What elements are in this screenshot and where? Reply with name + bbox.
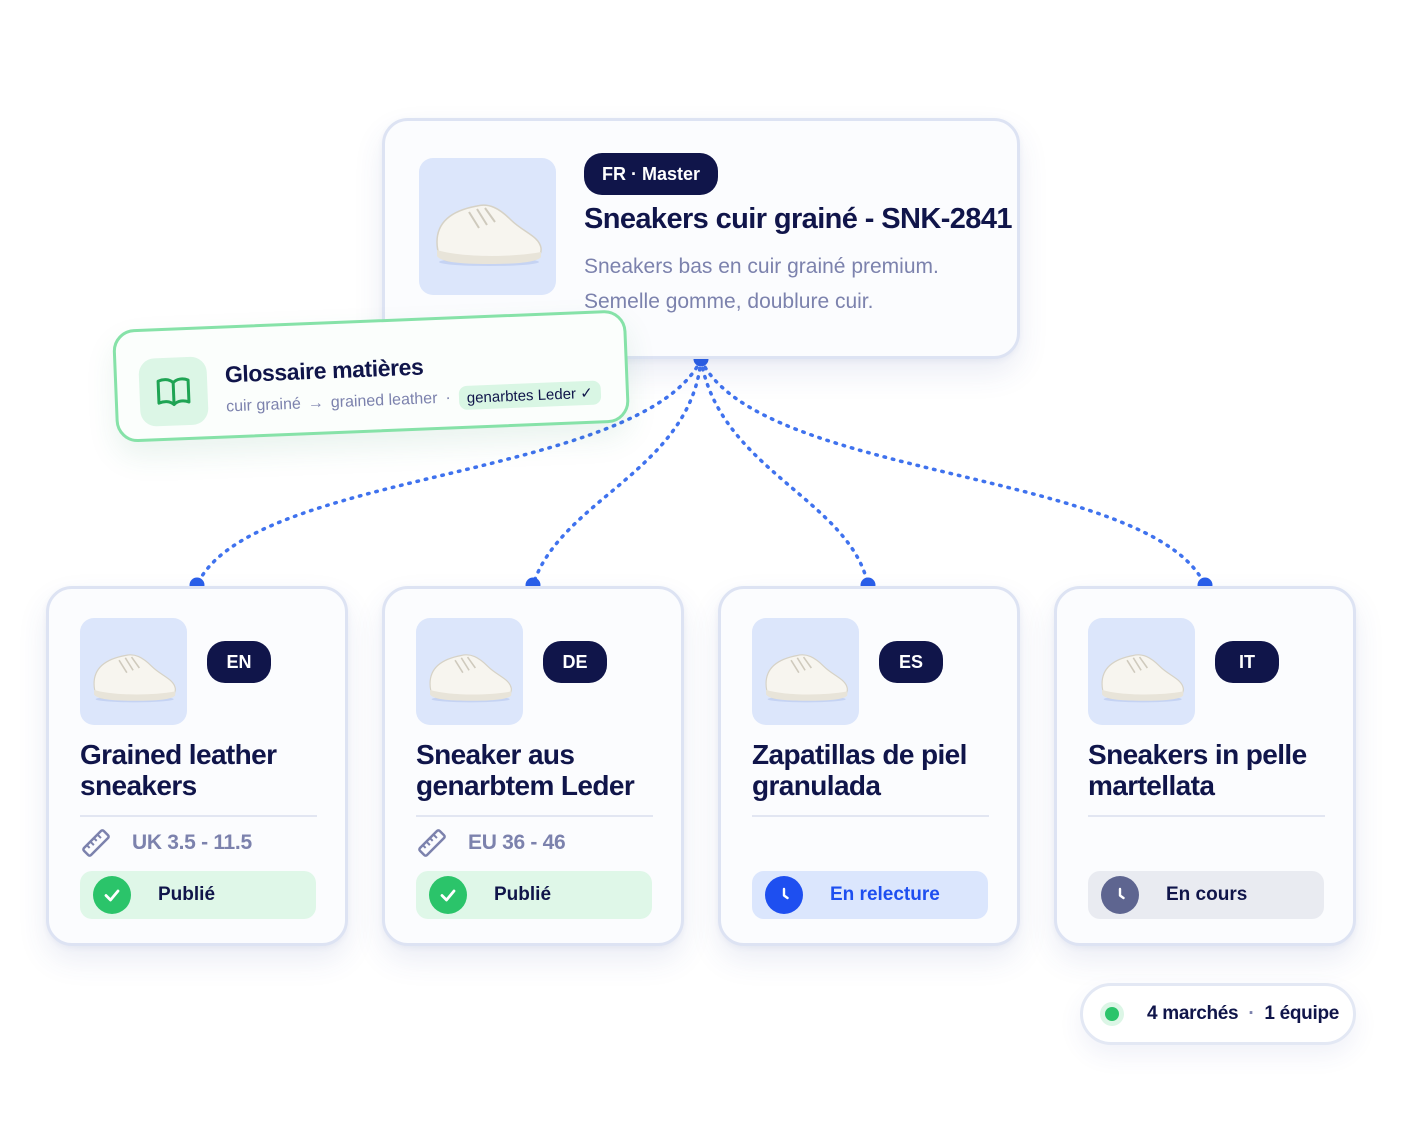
glossary-target-term: grained leather [330, 390, 438, 412]
sneaker-icon [93, 654, 176, 703]
product-image-es [752, 618, 859, 725]
size-row-en: UK 3.5 - 11.5 [80, 825, 252, 861]
size-row-de: EU 36 - 46 [416, 825, 566, 861]
locale-badge-en: EN [207, 641, 271, 683]
check-icon [429, 876, 467, 914]
sneaker-icon [429, 654, 512, 703]
check-icon [93, 876, 131, 914]
book-icon-tile [138, 356, 209, 427]
status-label-es: En relecture [830, 884, 940, 905]
status-chip-es: En relecture [752, 871, 988, 919]
status-chip-de: Publié [416, 871, 652, 919]
status-chip-en: Publié [80, 871, 316, 919]
book-icon [156, 377, 191, 407]
divider [416, 815, 653, 817]
divider [80, 815, 317, 817]
locale-title-en: Grained leather sneakers [80, 739, 277, 801]
locale-badge-es: ES [879, 641, 943, 683]
sneaker-icon [765, 654, 848, 703]
master-product-title: Sneakers cuir grainé - SNK-2841 [584, 203, 1012, 235]
summary-separator: · [1248, 1003, 1255, 1024]
locale-card-de[interactable]: DE Sneaker aus genarbtem Leder EU 36 - 4… [382, 586, 684, 946]
connector-es [699, 358, 870, 587]
master-product-image [419, 158, 556, 295]
locale-card-it[interactable]: IT Sneakers in pelle martellata En cours [1054, 586, 1356, 946]
connector-it [699, 358, 1207, 587]
status-label-de: Publié [494, 884, 552, 905]
summary-chip: 4 marchés · 1 équipe [1080, 983, 1356, 1045]
product-image-de [416, 618, 523, 725]
clock-icon [765, 876, 803, 914]
status-label-it: En cours [1166, 884, 1248, 905]
divider [752, 815, 989, 817]
glossary-source-term: cuir grainé [225, 395, 302, 416]
team-count: 1 équipe [1264, 1003, 1340, 1024]
status-dot-icon [1100, 1002, 1124, 1026]
glossary-card[interactable]: Glossaire matières cuir grainé → grained… [112, 309, 631, 443]
master-product-card[interactable]: FR · Master Sneakers cuir grainé - SNK-2… [382, 118, 1020, 359]
locale-card-es[interactable]: ES Zapatillas de piel granulada En relec… [718, 586, 1020, 946]
glossary-separator: · [445, 389, 452, 407]
divider [1088, 815, 1325, 817]
size-range-de: EU 36 - 46 [468, 831, 566, 854]
locale-title-de: Sneaker aus genarbtem Leder [416, 739, 635, 801]
sneaker-icon [1101, 654, 1184, 703]
clock-icon [1101, 876, 1139, 914]
master-description-line1: Sneakers bas en cuir grainé premium. [584, 255, 939, 278]
locale-badge-it: IT [1215, 641, 1279, 683]
status-chip-it: En cours [1088, 871, 1324, 919]
glossary-de-term-chip: genarbtes Leder ✓ [458, 380, 602, 411]
glossary-title: Glossaire matières [224, 353, 424, 388]
ruler-icon [418, 829, 446, 857]
markets-count: 4 marchés [1147, 1003, 1239, 1024]
locale-title-it: Sneakers in pelle martellata [1088, 739, 1307, 801]
locale-card-en[interactable]: EN Grained leather sneakers UK 3.5 - 11.… [46, 586, 348, 946]
master-description-line2: Semelle gomme, doublure cuir. [584, 290, 874, 313]
status-label-en: Publié [158, 884, 216, 905]
product-image-en [80, 618, 187, 725]
size-range-en: UK 3.5 - 11.5 [132, 831, 252, 854]
master-locale-badge: FR · Master [584, 153, 718, 195]
glossary-mapping: cuir grainé → grained leather · genarbte… [225, 380, 602, 419]
sneaker-icon [436, 204, 542, 266]
product-image-it [1088, 618, 1195, 725]
ruler-icon [82, 829, 110, 857]
locale-title-es: Zapatillas de piel granulada [752, 739, 967, 801]
locale-badge-de: DE [543, 641, 607, 683]
arrow-icon: → [307, 394, 325, 413]
